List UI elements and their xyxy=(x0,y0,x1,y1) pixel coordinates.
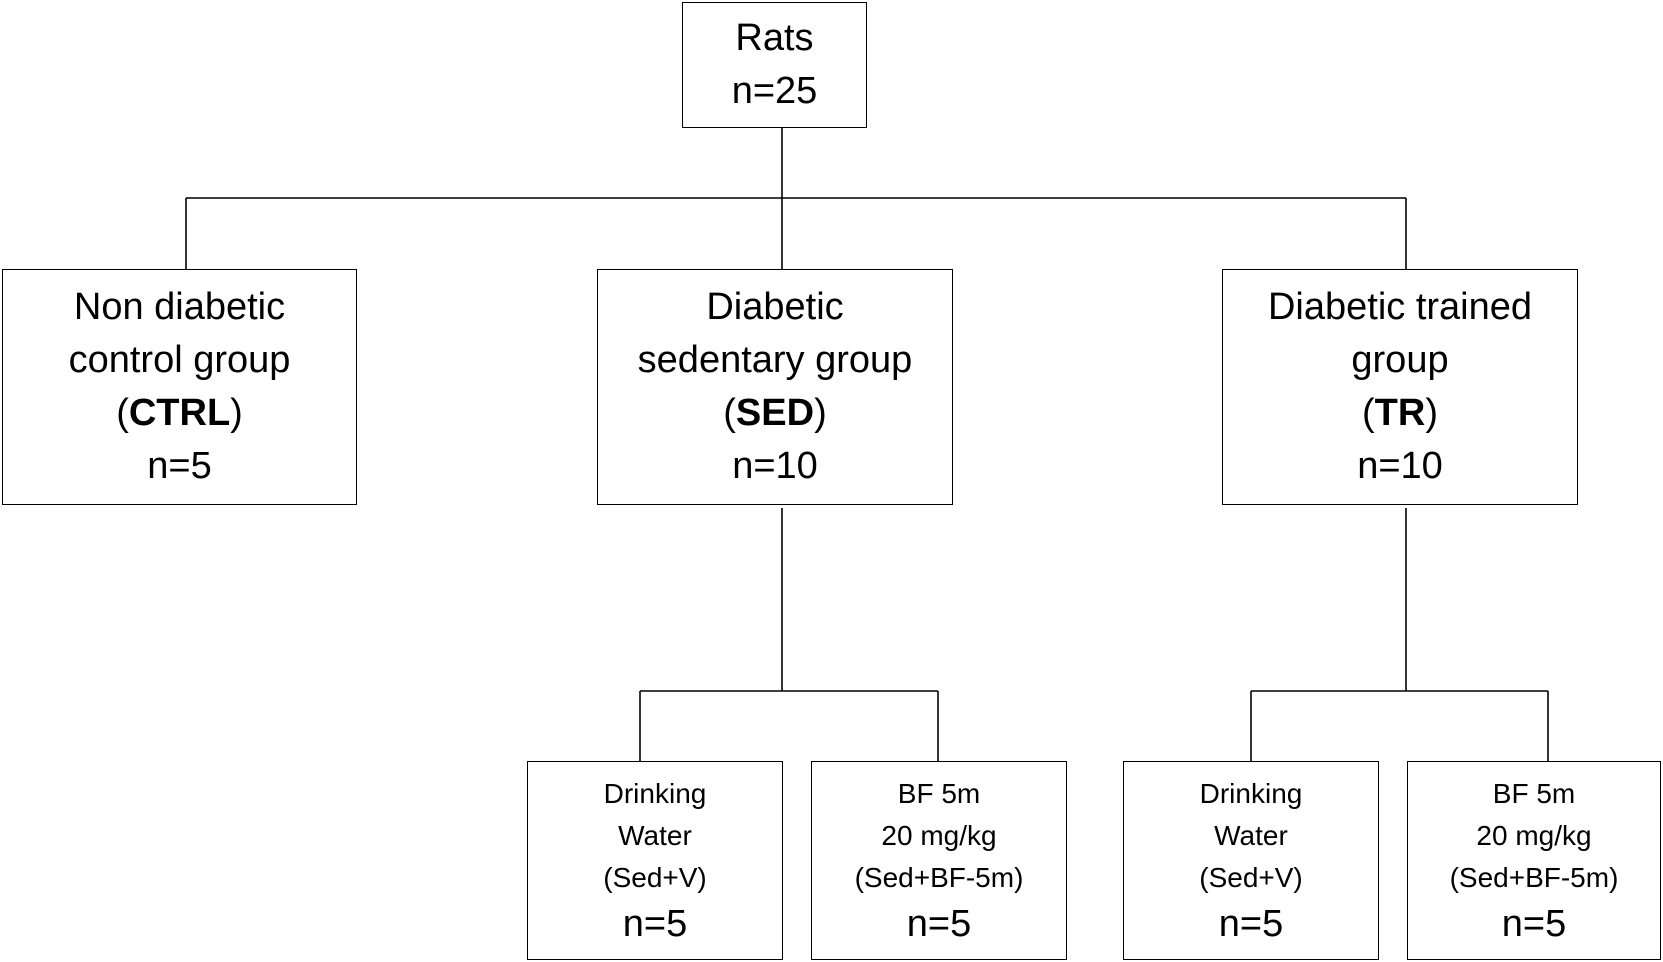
group-tr-count: n=10 xyxy=(1357,445,1443,487)
subgroup-sed-water-line3: (Sed+V) xyxy=(603,861,707,893)
subgroup-tr-bf-line1: BF 5m xyxy=(1492,777,1576,809)
subgroup-tr-bf-line2: 20 mg/kg xyxy=(1476,819,1592,851)
group-tr-line1: Diabetic trained xyxy=(1267,286,1533,328)
subgroup-sed-water-line1: Drinking xyxy=(603,777,707,809)
subgroup-tr-water-line2: Water xyxy=(1214,819,1288,851)
subgroup-box-tr-bf: BF 5m 20 mg/kg (Sed+BF-5m) n=5 xyxy=(1407,761,1661,960)
subgroup-sed-water-count: n=5 xyxy=(622,902,688,945)
group-ctrl-abbr-open: ( xyxy=(116,392,129,434)
group-ctrl-line1: Non diabetic xyxy=(73,286,286,328)
subgroup-tr-water-count: n=5 xyxy=(1218,902,1284,945)
subgroup-tr-bf-line3: (Sed+BF-5m) xyxy=(1449,861,1619,893)
group-sed-abbr-close: ) xyxy=(814,392,827,434)
subgroup-tr-water-line1: Drinking xyxy=(1199,777,1303,809)
group-sed-line1: Diabetic xyxy=(706,286,844,328)
group-ctrl-abbr: CTRL xyxy=(128,392,231,434)
group-tr-abbr-line: (TR) xyxy=(1362,387,1438,440)
subgroup-sed-water-line2: Water xyxy=(618,819,692,851)
subgroup-box-tr-water: Drinking Water (Sed+V) n=5 xyxy=(1123,761,1379,960)
group-ctrl-line2: control group xyxy=(68,339,291,381)
group-ctrl-abbr-line: (CTRL) xyxy=(116,387,243,440)
subgroup-sed-bf-line3: (Sed+BF-5m) xyxy=(854,861,1024,893)
group-sed-abbr-line: (SED) xyxy=(723,387,826,440)
group-sed-count: n=10 xyxy=(732,445,818,487)
root-title: Rats xyxy=(735,17,814,59)
group-tr-abbr-close: ) xyxy=(1425,392,1438,434)
group-box-ctrl: Non diabetic control group (CTRL) n=5 xyxy=(2,269,357,505)
subgroup-sed-bf-line1: BF 5m xyxy=(897,777,981,809)
group-tr-line2: group xyxy=(1351,339,1449,381)
subgroup-tr-water-line3: (Sed+V) xyxy=(1199,861,1303,893)
group-ctrl-abbr-close: ) xyxy=(230,392,243,434)
group-ctrl-count: n=5 xyxy=(147,445,212,487)
group-sed-abbr-open: ( xyxy=(723,392,736,434)
group-tr-abbr-open: ( xyxy=(1362,392,1375,434)
subgroup-sed-bf-line2: 20 mg/kg xyxy=(881,819,997,851)
group-box-sed: Diabetic sedentary group (SED) n=10 xyxy=(597,269,953,505)
group-sed-abbr: SED xyxy=(735,392,815,434)
group-tr-abbr: TR xyxy=(1374,392,1426,434)
subgroup-box-sed-water: Drinking Water (Sed+V) n=5 xyxy=(527,761,783,960)
group-sed-line2: sedentary group xyxy=(637,339,913,381)
root-box-rats: Rats n=25 xyxy=(682,2,867,128)
subgroup-tr-bf-count: n=5 xyxy=(1501,902,1567,945)
subgroup-box-sed-bf: BF 5m 20 mg/kg (Sed+BF-5m) n=5 xyxy=(811,761,1067,960)
subgroup-sed-bf-count: n=5 xyxy=(906,902,972,945)
root-count: n=25 xyxy=(731,70,818,112)
group-box-tr: Diabetic trained group (TR) n=10 xyxy=(1222,269,1578,505)
